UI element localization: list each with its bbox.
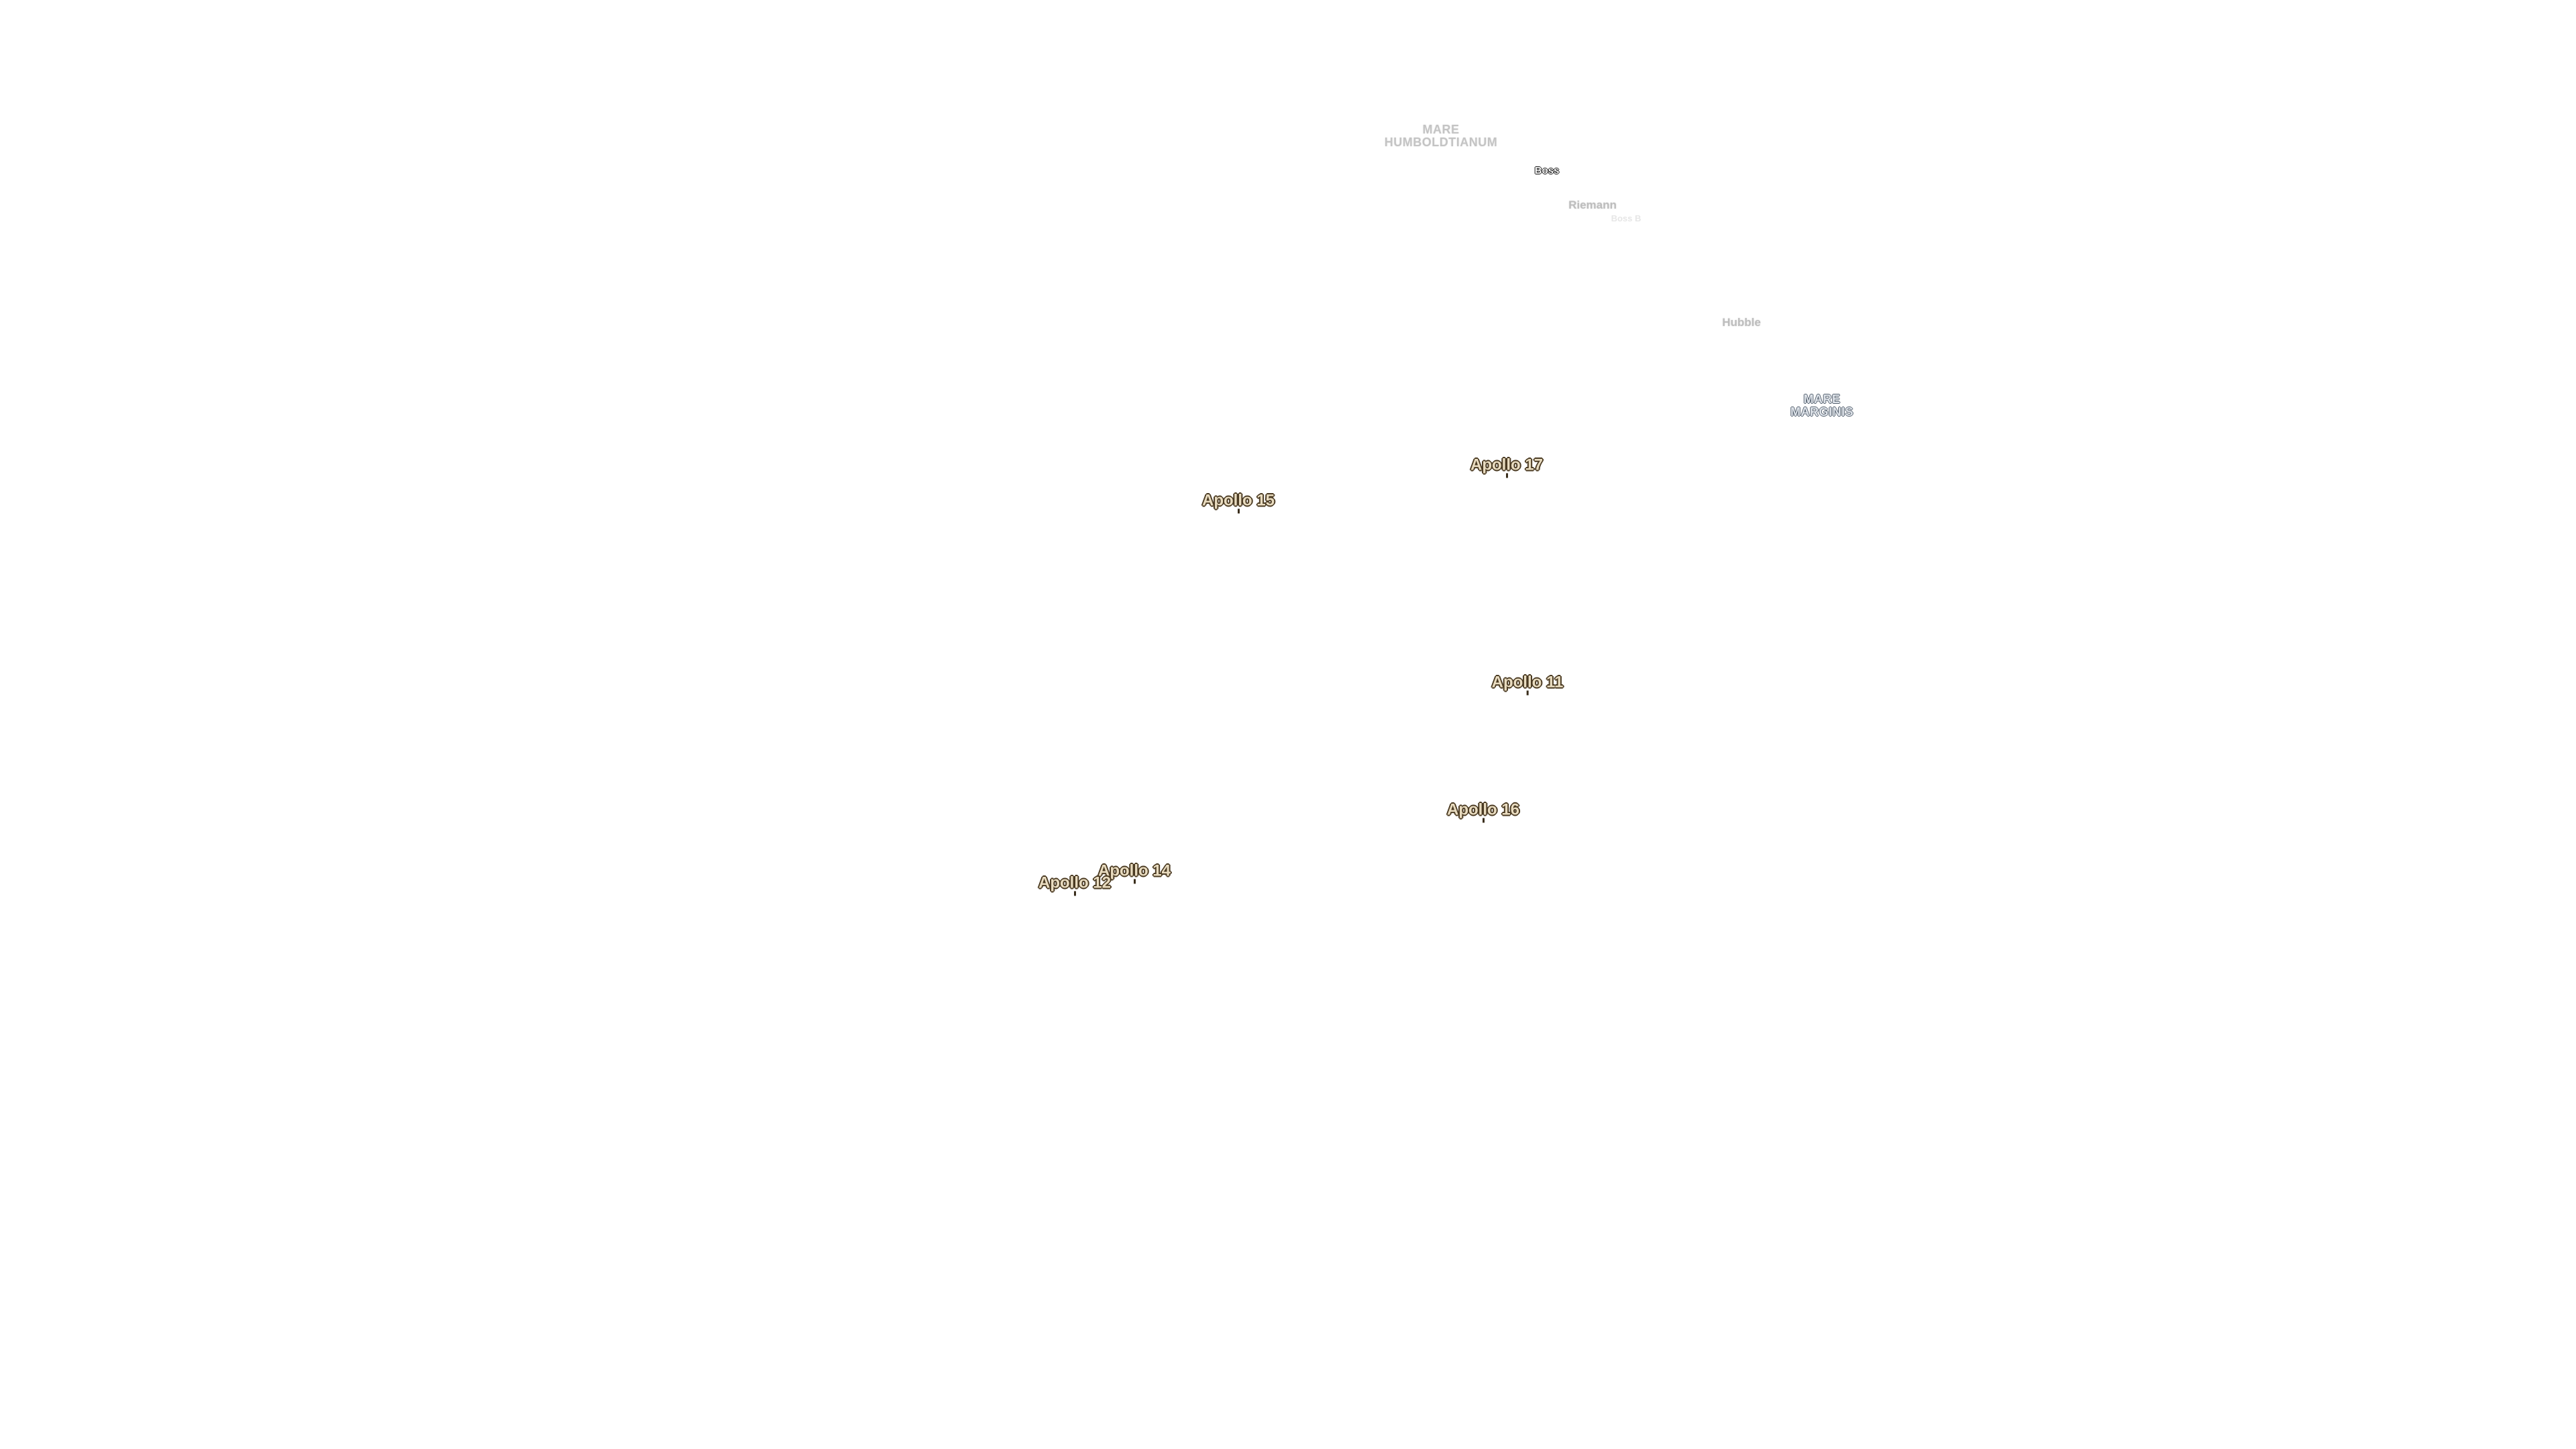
mare-marginis-line2: MARGINIS [1790, 405, 1854, 419]
mare-marginis-line1: MARE [1803, 392, 1841, 407]
crater-boss-label[interactable]: Boss [1534, 165, 1560, 177]
landing-site-apollo-15[interactable]: Apollo 15 [1201, 491, 1275, 514]
apollo-15-label: Apollo 15 [1201, 491, 1275, 510]
apollo-12-marker [1073, 891, 1076, 896]
crater-riemann-small-label[interactable]: Boss B [1611, 213, 1642, 224]
apollo-12-label: Apollo 12 [1038, 873, 1112, 892]
landing-site-apollo-17[interactable]: Apollo 17 [1470, 455, 1544, 478]
apollo-16-label: Apollo 16 [1446, 800, 1520, 819]
apollo-11-marker [1527, 690, 1529, 696]
crater-hubble-label[interactable]: Hubble [1722, 316, 1761, 329]
mare-marginis-label[interactable]: MARE MARGINIS [1790, 393, 1854, 419]
apollo-11-label: Apollo 11 [1491, 673, 1564, 692]
landing-site-apollo-14[interactable]: Apollo 14 [1097, 861, 1171, 884]
mare-humboldtianum-line1: MARE [1422, 123, 1460, 137]
apollo-14-marker [1133, 879, 1136, 884]
apollo-15-marker [1237, 508, 1240, 514]
apollo-14-label: Apollo 14 [1097, 861, 1171, 880]
crater-riemann-label[interactable]: Riemann [1568, 199, 1617, 212]
mare-humboldtianum-line2: HUMBOLDTIANUM [1384, 136, 1498, 149]
apollo-17-label: Apollo 17 [1470, 455, 1544, 474]
apollo-16-marker [1482, 818, 1485, 823]
apollo-17-marker [1505, 473, 1508, 478]
landing-site-apollo-16[interactable]: Apollo 16 [1446, 800, 1520, 823]
landing-site-apollo-11[interactable]: Apollo 11 [1491, 673, 1564, 696]
landing-site-apollo-12[interactable]: Apollo 12 [1038, 873, 1112, 896]
mare-humboldtianum-label[interactable]: MARE HUMBOLDTIANUM [1385, 123, 1497, 149]
